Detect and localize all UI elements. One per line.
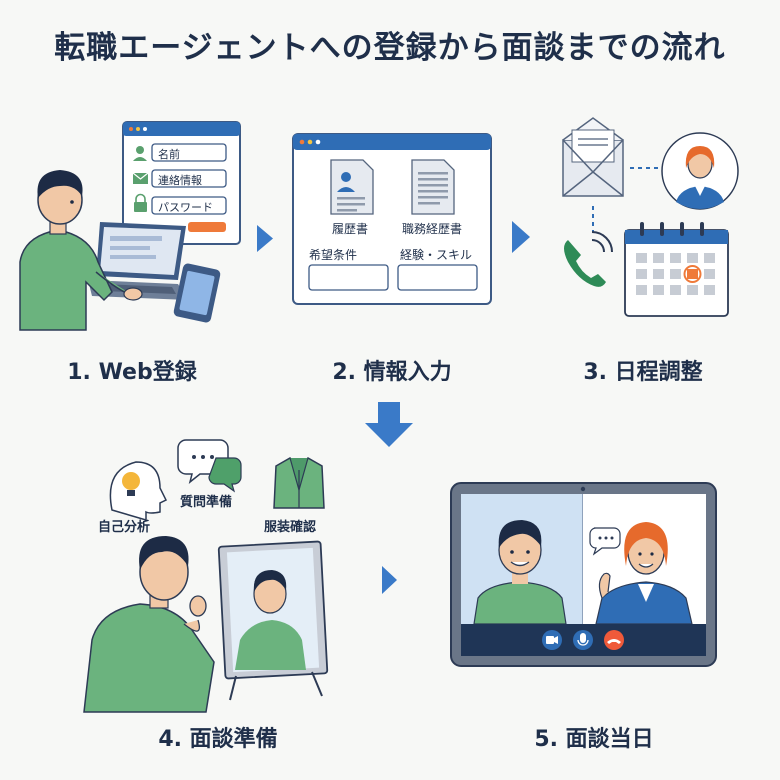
form-field-name-label: 名前 [158,148,180,161]
laptop-icon [88,222,188,300]
step3-label: 3. 日程調整 [583,360,703,385]
career-history-label: 職務経歴書 [402,222,463,236]
form-field-password-label: パスワード [158,201,213,214]
page-title: 転職エージェントへの登録から面談までの流れ [54,30,726,66]
suit-jacket-icon [273,457,325,509]
phone-icon [564,231,613,287]
experience-skill-label: 経験・スキル [400,248,473,262]
lightbulb-head-icon [109,461,168,522]
mail-icon [132,172,149,184]
registration-browser-window [122,121,241,245]
mirror-icon [217,540,329,701]
user-icon [133,146,147,161]
resume-label: 履歴書 [332,222,369,236]
person-typing [19,170,143,331]
camera-button-icon [542,630,562,650]
resume-document-icon [330,159,374,215]
step3-illustration [562,117,739,317]
chat-bubble-icon [589,527,621,556]
person-thinking [83,536,215,713]
experience-skill-box [397,264,478,291]
career-history-document-icon [411,159,455,215]
desired-conditions-box [308,264,389,291]
arrow-right-icon [257,225,273,252]
submit-button-illus [188,222,226,232]
arrow-right-icon [382,566,397,594]
agent-avatar [661,132,739,210]
form-field-contact-label: 連絡情報 [158,174,202,187]
arrow-right-icon [512,221,530,253]
candidate-video [473,520,567,625]
step5-illustration [450,482,717,667]
question-prep-label: 質問準備 [180,495,233,510]
microphone-button-icon [573,630,593,650]
step5-label: 5. 面談当日 [534,727,654,752]
desired-conditions-label: 希望条件 [309,248,358,262]
step1-label: 1. Web登録 [67,360,197,385]
step2-label: 2. 情報入力 [332,360,452,385]
end-call-button-icon [604,630,624,650]
agent-video [589,522,693,625]
speech-bubbles-icon [177,439,242,493]
arrow-down-icon [365,402,413,447]
self-analysis-label: 自己分析 [98,520,151,535]
step4-illustration [83,439,329,713]
calendar-icon [624,222,729,317]
step1-illustration [19,121,241,331]
attire-check-label: 服装確認 [264,520,317,535]
smartphone-icon [173,263,221,323]
envelope-icon [562,117,624,197]
lock-icon [134,193,147,212]
step4-label: 4. 面談準備 [158,727,278,752]
step2-illustration [292,133,492,305]
